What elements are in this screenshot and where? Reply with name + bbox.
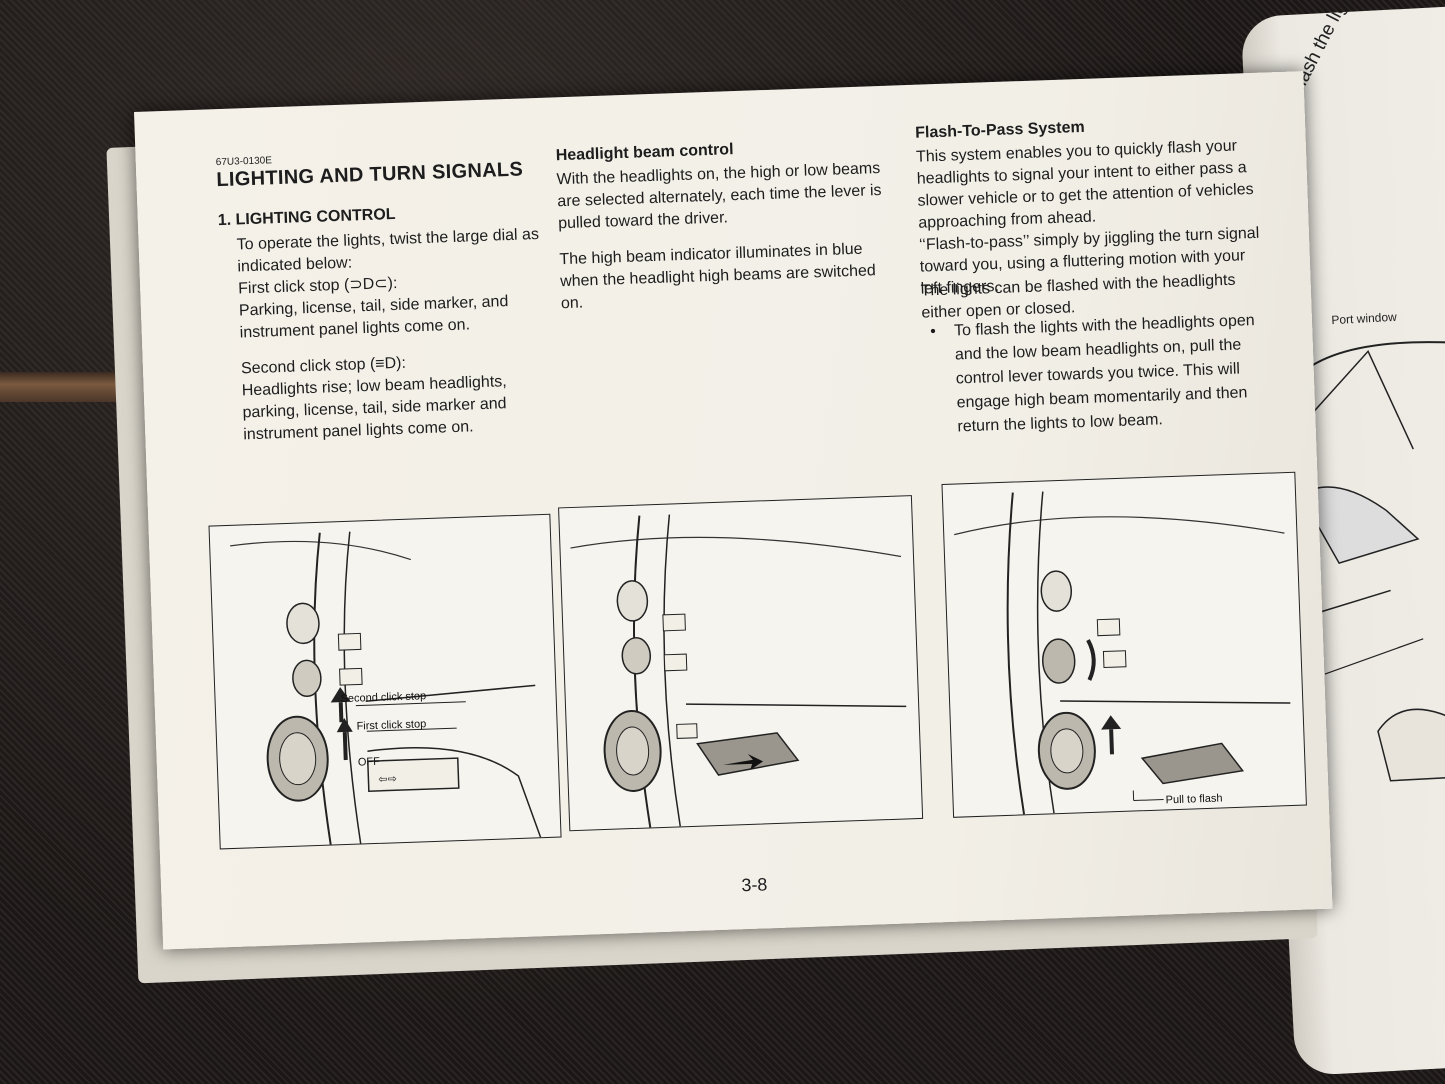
flash-to-pass-title: Flash-To-Pass System (914, 118, 1085, 142)
headlight-beam-title: Headlight beam control (555, 141, 734, 165)
flash-bullet-text: To flash the lights with the headlights … (953, 312, 1255, 436)
lighting-dial-drawing: ⇦⇨ Second click stop First click stop OF… (230, 531, 542, 845)
illustration-headlight-beam (558, 495, 924, 832)
pull-to-flash-callout: Pull to flash (1165, 792, 1222, 806)
second-click-callout: Second click stop (340, 690, 426, 705)
document-code: 67U3-0130E (215, 155, 273, 169)
headlight-beam-para-1: With the headlights on, the high or low … (556, 159, 882, 233)
manual-page: 67U3-0130E LIGHTING AND TURN SIGNALS 1. … (134, 71, 1333, 950)
car-drawing (1298, 341, 1445, 782)
flash-to-pass-para-1: This system enables you to quickly flash… (915, 137, 1254, 232)
first-click-text: Parking, license, tail, side marker, and… (238, 293, 509, 342)
headlight-beam-drawing (570, 514, 907, 828)
second-click-text: Headlights rise; low beam headlights, pa… (241, 373, 507, 444)
illustration-lighting-dial: ⇦⇨ Second click stop First click stop OF… (208, 513, 562, 850)
svg-text:⇦⇨: ⇦⇨ (378, 773, 397, 786)
headlight-beam-para-2: The high beam indicator illuminates in b… (559, 240, 877, 313)
flash-to-pass-drawing: Pull to flash (954, 491, 1291, 815)
right-facing-page: To flash the lights with closed, pull th… (1240, 3, 1445, 1077)
illustration-flash-to-pass: Pull to flash (941, 471, 1307, 818)
off-callout: OFF (358, 756, 381, 769)
section-title: 1. LIGHTING CONTROL (217, 205, 396, 230)
first-click-callout: First click stop (356, 718, 426, 732)
flash-bullet-item: • To flash the lights with the headlight… (930, 308, 1274, 440)
page-number: 3-8 (741, 874, 768, 896)
